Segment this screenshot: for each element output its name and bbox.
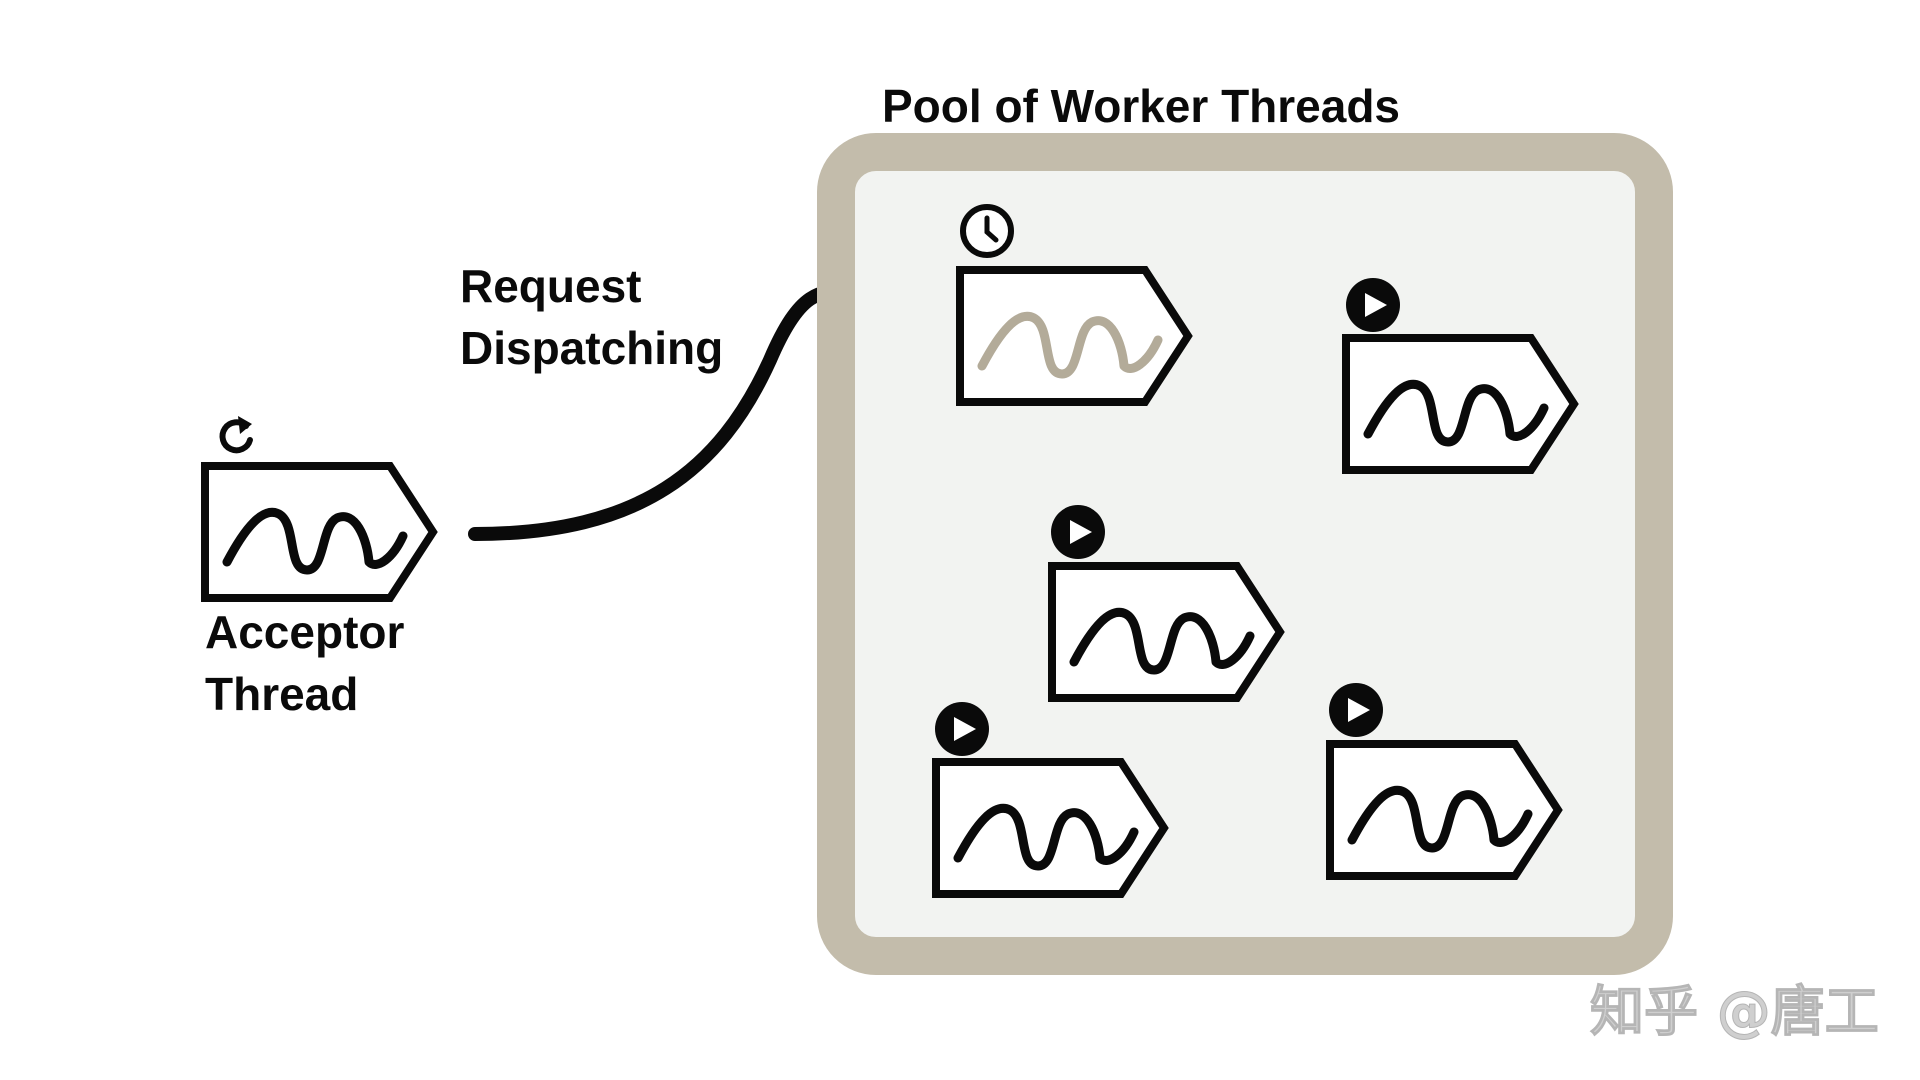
- play-icon: [935, 702, 989, 756]
- watermark-text: 知乎 @唐工: [1590, 980, 1879, 1043]
- worker-thread-running: [1048, 562, 1285, 702]
- worker-thread-running: [932, 758, 1169, 898]
- acceptor-label-line1: Acceptor: [205, 606, 404, 658]
- acceptor-wave: [222, 507, 408, 575]
- refresh-icon: [219, 416, 253, 454]
- pool-title: Pool of Worker Threads: [882, 80, 1400, 132]
- worker-wave: [1347, 785, 1533, 853]
- play-icon: [1329, 683, 1383, 737]
- acceptor-label-line2: Thread: [205, 668, 358, 720]
- worker-wave-idle: [977, 311, 1163, 379]
- worker-tag: [956, 266, 1193, 406]
- worker-tag: [1326, 740, 1563, 880]
- worker-tag: [1342, 334, 1579, 474]
- worker-wave: [1363, 379, 1549, 447]
- worker-wave: [1069, 607, 1255, 675]
- worker-thread-running: [1326, 740, 1563, 880]
- play-icon: [1051, 505, 1105, 559]
- worker-tag: [932, 758, 1169, 898]
- dispatch-label-line1: Request: [460, 260, 641, 312]
- worker-wave: [953, 803, 1139, 871]
- dispatch-label-line2: Dispatching: [460, 322, 723, 374]
- worker-thread-waiting: [956, 266, 1193, 406]
- acceptor-tag: [201, 462, 438, 602]
- acceptor-thread: [201, 462, 438, 602]
- play-icon: [1346, 278, 1400, 332]
- worker-thread-running: [1342, 334, 1579, 474]
- clock-icon: [960, 204, 1014, 258]
- worker-tag: [1048, 562, 1285, 702]
